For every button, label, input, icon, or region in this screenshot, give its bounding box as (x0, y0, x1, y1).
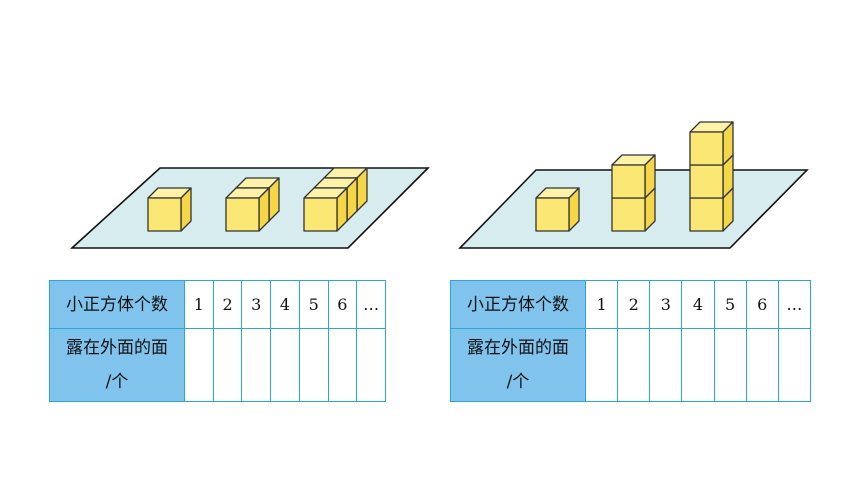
count-row-header: 小正方体个数 (450, 280, 586, 329)
exposed-faces-row: 露在外面的面 /个 (450, 328, 812, 402)
answer-cell[interactable] (584, 328, 619, 402)
exposed-faces-line1: 露在外面的面 (467, 338, 569, 358)
exposed-faces-header: 露在外面的面 /个 (49, 328, 185, 402)
right-cube-stacks (535, 121, 734, 232)
answer-cell[interactable] (649, 328, 683, 402)
answer-cell[interactable] (617, 328, 651, 402)
count-cell: 2 (212, 280, 243, 329)
left-table: 小正方体个数 1 2 3 4 5 6 … 露在外面的面 /个 (49, 280, 386, 402)
exposed-faces-row: 露在外面的面 /个 (49, 328, 386, 402)
count-cell: 5 (298, 280, 329, 329)
count-cell: 4 (681, 280, 715, 329)
cube (225, 187, 270, 232)
count-cell: 5 (713, 280, 747, 329)
exposed-faces-line1: 露在外面的面 (66, 338, 168, 358)
cube (689, 121, 734, 166)
cube (147, 187, 192, 232)
cube (535, 187, 580, 232)
answer-cell[interactable] (270, 328, 300, 402)
count-cell: 6 (745, 280, 779, 329)
answer-cell[interactable] (327, 328, 358, 402)
answer-cell[interactable] (212, 328, 243, 402)
cube (611, 154, 656, 199)
answer-cell[interactable] (356, 328, 386, 402)
answer-cell[interactable] (745, 328, 779, 402)
exposed-faces-header: 露在外面的面 /个 (450, 328, 586, 402)
count-cell: … (777, 280, 812, 329)
illustration (69, 121, 809, 249)
count-cell: 1 (584, 280, 619, 329)
count-row: 小正方体个数 1 2 3 4 5 6 … (450, 280, 812, 329)
answer-cell[interactable] (241, 328, 272, 402)
count-cell: 3 (649, 280, 683, 329)
answer-cell[interactable] (184, 328, 214, 402)
exposed-faces-line2: /个 (506, 372, 530, 392)
count-cell: … (356, 280, 386, 329)
count-cell: 6 (327, 280, 358, 329)
answer-cell[interactable] (681, 328, 715, 402)
answer-cell[interactable] (713, 328, 747, 402)
left-cube-rows (147, 167, 368, 232)
cube (303, 187, 348, 232)
count-cell: 3 (241, 280, 272, 329)
count-cell: 2 (617, 280, 651, 329)
answer-cell[interactable] (777, 328, 812, 402)
right-table: 小正方体个数 1 2 3 4 5 6 … 露在外面的面 /个 (450, 280, 812, 402)
count-row: 小正方体个数 1 2 3 4 5 6 … (49, 280, 386, 329)
count-cell: 1 (184, 280, 214, 329)
count-cell: 4 (270, 280, 300, 329)
answer-cell[interactable] (298, 328, 329, 402)
exposed-faces-line2: /个 (105, 372, 129, 392)
count-row-header: 小正方体个数 (49, 280, 185, 329)
